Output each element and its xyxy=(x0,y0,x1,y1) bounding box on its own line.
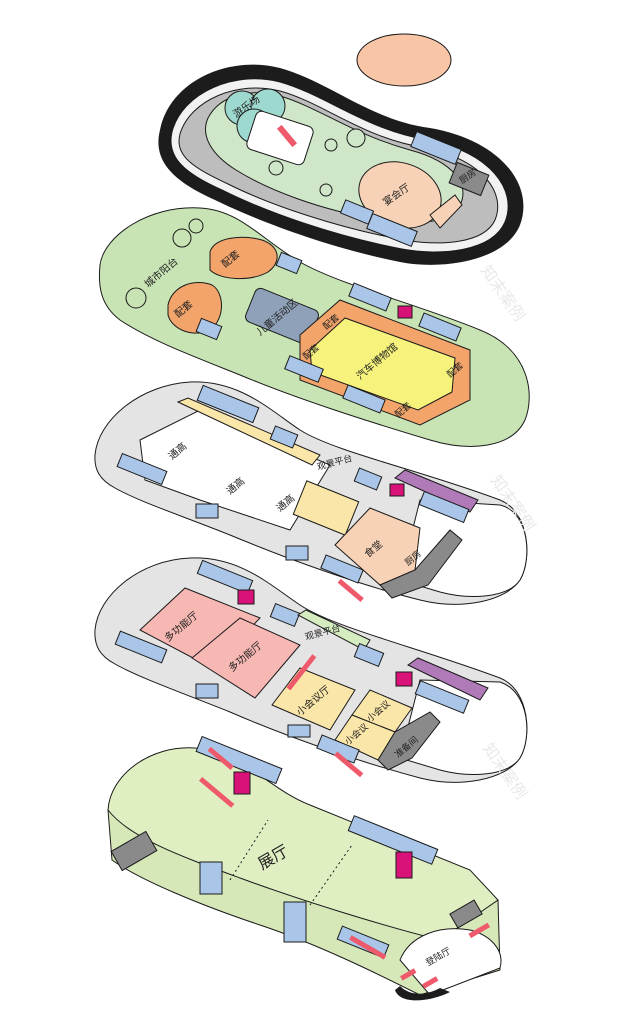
ground-red-stripe-3 xyxy=(349,935,387,960)
storage xyxy=(377,711,441,771)
roof-tree-1 xyxy=(346,128,366,148)
park-tree-3 xyxy=(125,287,147,309)
ground-red-stripe-5 xyxy=(400,968,417,981)
hall-b xyxy=(191,617,301,699)
ground-core-1 xyxy=(195,735,283,785)
floor2-core-7 xyxy=(287,724,311,738)
floor3-core-7 xyxy=(418,490,470,524)
floor3-core-2 xyxy=(196,384,260,424)
support-pod-b xyxy=(167,282,222,334)
park-core-6 xyxy=(342,384,386,414)
roof-opening xyxy=(246,110,314,166)
floor3-stair-strip xyxy=(176,397,321,466)
floor2-magenta-1 xyxy=(237,589,255,605)
ground-magenta-1 xyxy=(233,771,251,795)
floor2-level: 多功能厅 多功能厅 观景平台 小会议厅 小会议 小会议 准备间 xyxy=(94,557,528,783)
floor3-stair-block xyxy=(292,480,360,536)
canteen xyxy=(334,507,421,586)
roof-core-1 xyxy=(410,130,462,166)
banquet-steps xyxy=(429,194,463,229)
floor3-core-6 xyxy=(353,467,383,491)
park-magenta xyxy=(397,305,413,319)
roof-tree-3 xyxy=(268,160,284,176)
park-core-2 xyxy=(195,317,223,341)
ground-column-1 xyxy=(199,861,223,895)
roof-kitchen xyxy=(448,161,490,197)
ground-core-2 xyxy=(347,815,439,865)
park-core-5 xyxy=(284,355,324,383)
roof-red-stripe xyxy=(276,124,298,148)
ground-dark-base xyxy=(395,986,450,1001)
floor2-core-1 xyxy=(196,559,254,595)
lobby xyxy=(399,928,502,996)
floor3-magenta xyxy=(389,483,405,497)
floor2-red-stripe-1 xyxy=(286,654,317,691)
roof-core-3 xyxy=(366,212,418,248)
floor2-viewing-strip xyxy=(296,609,371,651)
floor3-core-5 xyxy=(285,545,309,561)
floor2-core-3 xyxy=(195,683,219,699)
ground-magenta-2 xyxy=(395,851,413,879)
park-tree-1 xyxy=(172,228,192,248)
floor2-open-deck xyxy=(399,679,528,775)
floor3-core-1 xyxy=(116,452,168,486)
park-core-3 xyxy=(348,282,392,312)
watermark-1: 知末案例 xyxy=(477,261,529,324)
ground-red-stripe-6 xyxy=(422,976,439,989)
support-pod-a xyxy=(209,236,278,280)
roof-level: 游乐场 宴会厅 厨房 xyxy=(158,33,524,265)
ground-divider-2 xyxy=(309,844,353,906)
ground-red-stripe-1 xyxy=(198,776,235,808)
park-tree-2 xyxy=(188,218,204,234)
floor3-level: 通高 通高 通高 观景平台 食堂 厨房 xyxy=(94,381,528,605)
ground-red-stripe-2 xyxy=(207,746,234,770)
floor3-kitchen xyxy=(379,529,463,599)
floor2-core-2 xyxy=(114,630,168,664)
floor2-red-stripe-2 xyxy=(334,751,364,778)
park-level: 城市阳台 配套 配套 儿童活动区 汽车博物馆 配套 配套 配套 配套 xyxy=(98,207,530,447)
floor2-core-5 xyxy=(353,642,385,668)
ground-divider-1 xyxy=(229,819,269,881)
floor2-core-4 xyxy=(269,602,301,628)
park-core-4 xyxy=(418,312,462,342)
floating-disc xyxy=(356,33,452,87)
floor3-core-4 xyxy=(269,425,299,449)
floor3-core-3 xyxy=(195,503,219,519)
floor2-core-6 xyxy=(414,680,470,714)
ground-level: 展厅 登陆厅 xyxy=(107,735,502,1001)
floor3-red-stripe xyxy=(337,578,364,602)
ground-red-stripe-4 xyxy=(468,922,491,939)
floor2-purple-roof xyxy=(407,657,489,701)
ground-grey-block xyxy=(110,830,158,872)
floor3-core-8 xyxy=(320,554,364,584)
ground-grey-block-2 xyxy=(449,899,483,929)
floor2-magenta-2 xyxy=(395,671,413,687)
roof-tree-4 xyxy=(319,183,333,197)
park-core-1 xyxy=(275,251,303,275)
ground-column-2 xyxy=(283,901,307,943)
roof-tree-2 xyxy=(324,138,338,152)
